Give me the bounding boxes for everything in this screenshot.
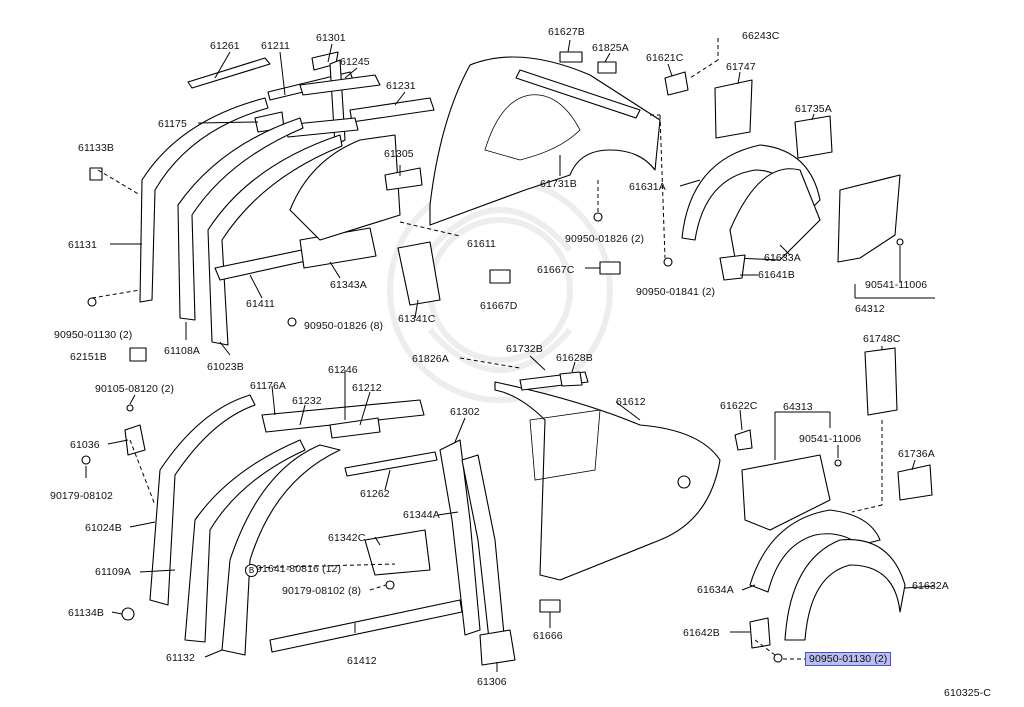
part-label-61262[interactable]: 61262	[360, 488, 390, 500]
part-label-61023b[interactable]: 61023B	[207, 361, 244, 373]
part-label-90105-08120-2[interactable]: 90105-08120 (2)	[95, 383, 175, 395]
part-label-61133b[interactable]: 61133B	[78, 142, 115, 154]
part-label-61134b[interactable]: 61134B	[68, 607, 105, 619]
part-label-61024b[interactable]: 61024B	[85, 522, 122, 534]
part-label-61176a[interactable]: 61176A	[250, 380, 287, 392]
part-label-61627b[interactable]: 61627B	[548, 26, 585, 38]
part-label-61748c[interactable]: 61748C	[863, 333, 901, 345]
part-label-61212[interactable]: 61212	[352, 382, 382, 394]
part-label-91641-80816-12[interactable]: 91641-80816 (12)	[256, 563, 342, 575]
part-label-61621c[interactable]: 61621C	[646, 52, 684, 64]
part-label-61666[interactable]: 61666	[533, 630, 563, 642]
upper-wheelhouse	[681, 79, 904, 281]
part-label-61108a[interactable]: 61108A	[164, 345, 201, 357]
part-label-61343a[interactable]: 61343A	[330, 279, 367, 291]
part-label-61211[interactable]: 61211	[261, 40, 290, 52]
lower-wheelhouse	[734, 347, 933, 663]
part-label-61232[interactable]: 61232	[292, 395, 322, 407]
upper-quarter-panel	[429, 51, 689, 275]
part-label-61628b[interactable]: 61628B	[556, 352, 593, 364]
part-label-61825a[interactable]: 61825A	[592, 42, 629, 54]
part-label-61261[interactable]: 61261	[210, 40, 240, 52]
upper-left-panels	[87, 51, 511, 362]
part-label-61612[interactable]: 61612	[616, 396, 646, 408]
lower-left-panels	[81, 394, 561, 666]
part-label-61306[interactable]: 61306	[477, 676, 507, 688]
part-label-64313[interactable]: 64313	[783, 401, 813, 413]
figure-id: 610325-C	[944, 687, 991, 699]
part-label-61731b[interactable]: 61731B	[540, 178, 577, 190]
part-label-61301[interactable]: 61301	[316, 32, 346, 44]
part-label-61341c[interactable]: 61341C	[398, 313, 436, 325]
part-label-61036[interactable]: 61036	[70, 439, 100, 451]
part-label-61667c[interactable]: 61667C	[537, 264, 575, 276]
part-label-61132[interactable]: 61132	[166, 652, 195, 664]
part-label-61736a[interactable]: 61736A	[898, 448, 935, 460]
part-label-61175[interactable]: 61175	[158, 118, 187, 130]
part-label-61622c[interactable]: 61622C	[720, 400, 758, 412]
part-label-61826a[interactable]: 61826A	[412, 353, 449, 365]
marker-b-icon: B	[245, 564, 258, 577]
part-label-61342c[interactable]: 61342C	[328, 532, 366, 544]
part-label-90950-01130-highlighted[interactable]: 90950-01130 (2)	[805, 652, 892, 666]
part-label-66243c[interactable]: 66243C	[742, 30, 780, 42]
part-label-61732b[interactable]: 61732B	[506, 343, 543, 355]
part-label-90950-01130-a[interactable]: 90950-01130 (2)	[54, 329, 133, 341]
part-label-61302[interactable]: 61302	[450, 406, 480, 418]
part-label-90950-01826-8[interactable]: 90950-01826 (8)	[304, 320, 384, 332]
part-label-61634a[interactable]: 61634A	[697, 584, 734, 596]
part-label-61641b[interactable]: 61641B	[758, 269, 795, 281]
leader-lines	[85, 38, 936, 672]
part-label-61305[interactable]: 61305	[384, 148, 414, 160]
part-label-61411[interactable]: 61411	[246, 298, 275, 310]
part-label-61412[interactable]: 61412	[347, 655, 377, 667]
part-label-61747[interactable]: 61747	[726, 61, 756, 73]
part-label-90541-11006-a[interactable]: 90541-11006	[865, 279, 928, 291]
part-label-90179-08102[interactable]: 90179-08102	[50, 490, 113, 502]
part-label-90950-01841-2[interactable]: 90950-01841 (2)	[636, 286, 716, 298]
part-label-61109a[interactable]: 61109A	[95, 566, 132, 578]
part-label-61631a[interactable]: 61631A	[629, 181, 666, 193]
part-label-61245[interactable]: 61245	[340, 56, 370, 68]
lower-body-side	[494, 371, 721, 581]
part-label-90179-08102-8[interactable]: 90179-08102 (8)	[282, 585, 362, 597]
part-label-90950-01826-2[interactable]: 90950-01826 (2)	[565, 233, 645, 245]
part-label-90541-11006-b[interactable]: 90541-11006	[799, 433, 862, 445]
part-label-61667d[interactable]: 61667D	[480, 300, 518, 312]
part-label-64312[interactable]: 64312	[855, 303, 885, 315]
part-label-61632a[interactable]: 61632A	[912, 580, 949, 592]
part-label-61642b[interactable]: 61642B	[683, 627, 720, 639]
part-label-61131[interactable]: 61131	[68, 239, 97, 251]
part-label-61246[interactable]: 61246	[328, 364, 358, 376]
part-label-62151b[interactable]: 62151B	[70, 351, 107, 363]
part-label-61231[interactable]: 61231	[386, 80, 416, 92]
part-label-61344a[interactable]: 61344A	[403, 509, 440, 521]
part-label-61611[interactable]: 61611	[467, 238, 496, 250]
part-label-61735a[interactable]: 61735A	[795, 103, 832, 115]
part-label-61633a[interactable]: 61633A	[764, 252, 801, 264]
